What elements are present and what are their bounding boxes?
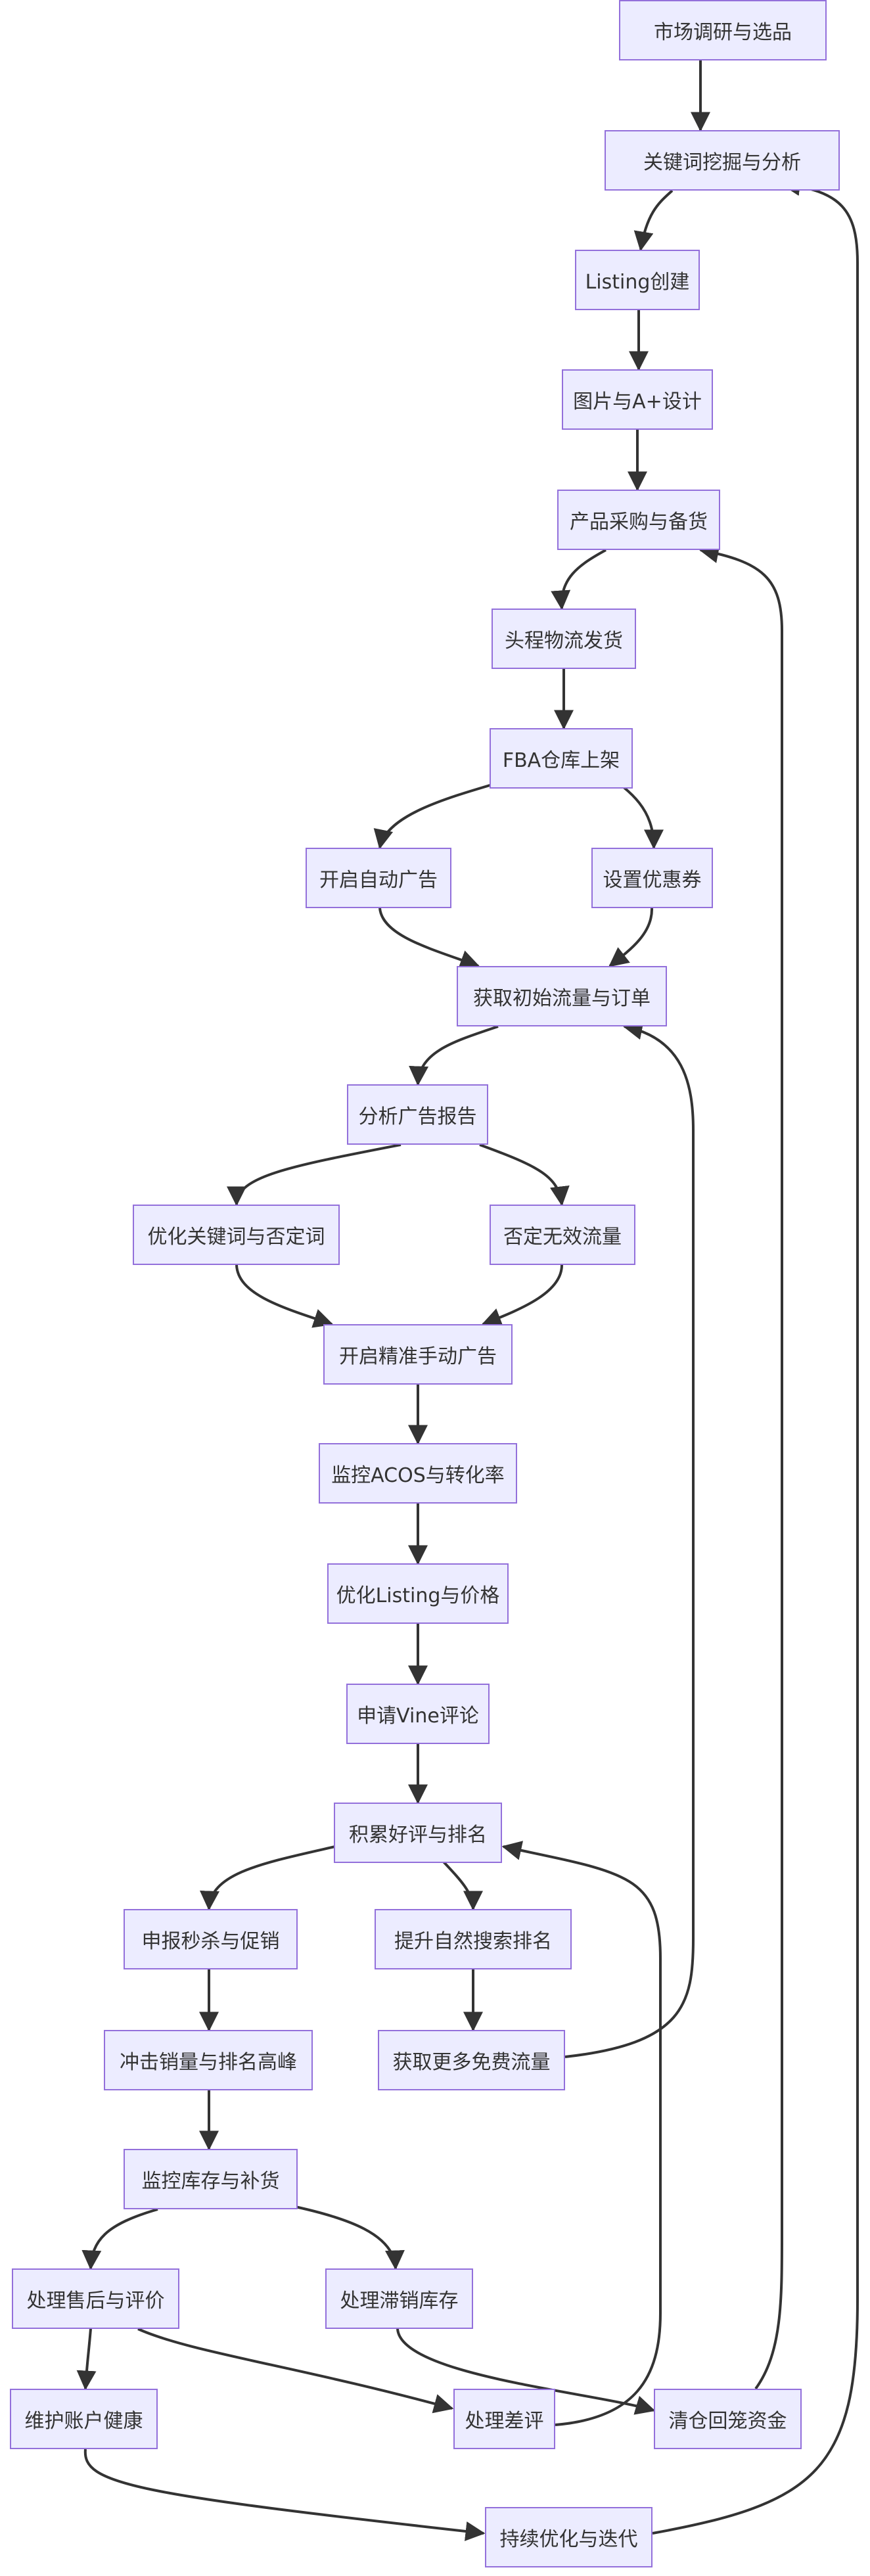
node-n15: 监控ACOS与转化率 (319, 1443, 517, 1504)
node-n11: 分析广告报告 (347, 1084, 488, 1145)
edge-n2-to-n3 (633, 189, 674, 252)
edge-n29-to-n2 (652, 176, 859, 2535)
edge-n23-to-n25 (288, 2204, 405, 2270)
node-n25: 处理滞销库存 (325, 2268, 473, 2329)
node-n18: 积累好评与排名 (334, 1803, 502, 1863)
node-n26: 维护账户健康 (10, 2389, 158, 2449)
node-n12: 优化关键词与否定词 (133, 1205, 340, 1265)
node-n7: FBA仓库上架 (490, 728, 633, 789)
edge-n22-to-n10 (564, 1020, 695, 2058)
node-n3: Listing创建 (575, 250, 700, 310)
edge-n24-to-n26 (76, 2328, 97, 2391)
edge-n11-to-n12 (227, 1143, 401, 1207)
node-n14: 开启精准手动广告 (323, 1324, 513, 1385)
edge-n8-to-n10 (378, 908, 480, 969)
node-n17: 申请Vine评论 (346, 1684, 490, 1744)
edge-n11-to-n13 (479, 1143, 570, 1207)
edge-n9-to-n10 (608, 908, 654, 967)
node-n8: 开启自动广告 (306, 848, 451, 908)
node-n19: 申报秒杀与促销 (124, 1909, 298, 1969)
edge-n27-to-n18 (501, 1841, 662, 2426)
node-n6: 头程物流发货 (492, 609, 636, 669)
node-n21: 冲击销量与排名高峰 (104, 2030, 313, 2090)
node-n16: 优化Listing与价格 (327, 1563, 509, 1624)
edge-n18-to-n20 (440, 1858, 483, 1911)
edge-n5-to-n6 (551, 549, 607, 610)
node-n4: 图片与A+设计 (562, 369, 713, 430)
node-n2: 关键词挖掘与分析 (605, 130, 840, 191)
node-n23: 监控库存与补货 (124, 2149, 298, 2209)
edge-n23-to-n24 (81, 2208, 158, 2270)
edge-n10-to-n11 (409, 1025, 499, 1086)
node-n28: 清仓回笼资金 (654, 2389, 802, 2449)
edge-group (76, 60, 859, 2541)
node-n5: 产品采购与备货 (557, 490, 720, 550)
edge-n28-to-n5 (698, 543, 783, 2390)
node-n10: 获取初始流量与订单 (457, 966, 667, 1026)
edge-n24-to-n27 (137, 2328, 454, 2414)
node-n9: 设置优惠券 (591, 848, 713, 908)
node-n1: 市场调研与选品 (619, 0, 827, 60)
node-n13: 否定无效流量 (490, 1205, 635, 1265)
edge-n26-to-n29 (83, 2449, 486, 2541)
node-n27: 处理差评 (453, 2389, 555, 2449)
edge-n25-to-n28 (396, 2328, 656, 2415)
edge-n18-to-n19 (200, 1845, 336, 1911)
edge-n12-to-n14 (235, 1264, 334, 1328)
node-n22: 获取更多免费流量 (378, 2030, 565, 2090)
edge-n13-to-n14 (481, 1264, 563, 1327)
node-n29: 持续优化与迭代 (485, 2507, 652, 2567)
node-n20: 提升自然搜索排名 (375, 1909, 572, 1969)
node-n24: 处理售后与评价 (12, 2268, 179, 2329)
